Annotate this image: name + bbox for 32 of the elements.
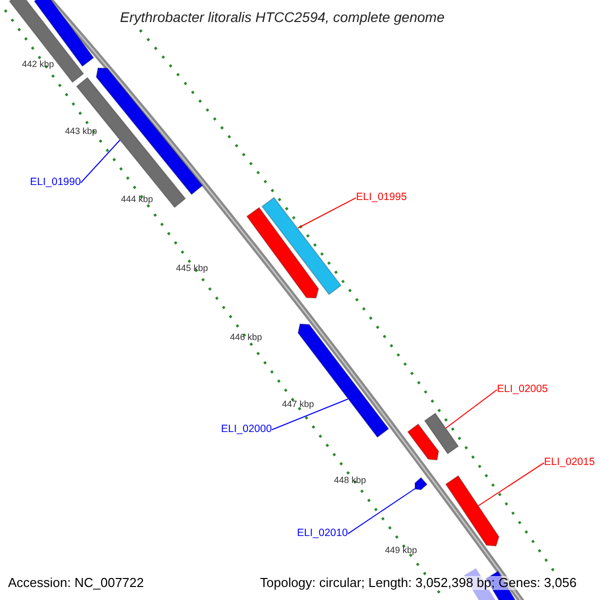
gene-label: ELI_02010 — [297, 528, 348, 540]
gene-bar — [424, 412, 459, 454]
gene-bar — [298, 323, 390, 438]
leader-line — [80, 140, 120, 184]
leader-line — [271, 398, 348, 430]
scale-label: 449 kbp — [385, 546, 418, 556]
scale-label: 442 kbp — [22, 60, 54, 70]
gene-bar — [261, 196, 342, 296]
leader-line — [298, 197, 356, 228]
gene-bar — [96, 68, 204, 196]
gene-label: ELI_02015 — [544, 457, 595, 469]
scale-label: 447 kbp — [282, 400, 314, 410]
gene-bar — [414, 476, 428, 490]
gene-bar — [407, 423, 440, 461]
scale-label: 443 kbp — [65, 127, 98, 137]
title: Erythrobacter litoralis HTCC2594, complete genome — [120, 10, 444, 26]
gene-bar — [8, 0, 84, 83]
info-text: Accession: NC_007722 — [8, 576, 144, 590]
gene-label: ELI_02005 — [497, 384, 548, 396]
gene-bar — [445, 475, 500, 547]
gene-label: ELI_02000 — [221, 424, 272, 436]
scale-label: 444 kbp — [121, 195, 154, 205]
scale-label: 448 kbp — [334, 476, 366, 486]
scale-label: 446 kbp — [230, 333, 262, 343]
gene-label: ELI_01990 — [30, 177, 81, 189]
gene-bar — [246, 206, 320, 299]
leader-line — [347, 488, 416, 534]
leader-line — [446, 389, 498, 428]
leader-line — [478, 462, 544, 506]
info-text: Topology: circular; Length: 3,052,398 bp; Genes: 3,056 — [260, 576, 577, 590]
scale-label: 445 kbp — [176, 264, 208, 274]
gene-label: ELI_01995 — [356, 192, 407, 204]
